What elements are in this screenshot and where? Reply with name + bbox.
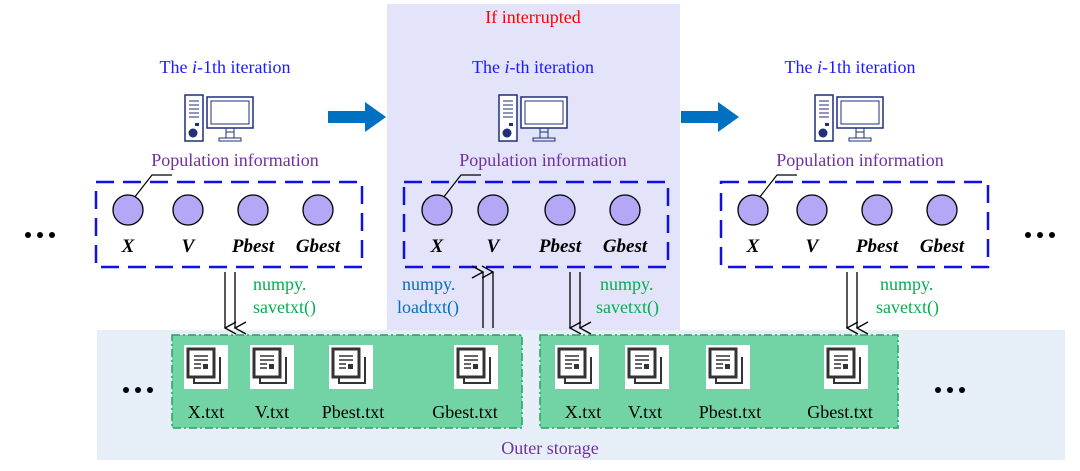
file-name: Gbest.txt — [432, 402, 498, 422]
file-icon — [623, 343, 671, 391]
file-name: X.txt — [188, 402, 225, 422]
storage-label: Outer storage — [501, 438, 598, 458]
interrupted-panel — [387, 4, 680, 331]
file-group-2: X.txt V.txt Pbest.txt Gbest.txt — [539, 334, 899, 429]
var-pbest: Pbest — [231, 236, 275, 257]
file-name: V.txt — [628, 402, 662, 422]
var-v: V — [182, 236, 196, 257]
file-icon — [182, 343, 230, 391]
var-x: X — [430, 236, 445, 257]
computer-icon — [184, 94, 254, 142]
save-op: numpy. — [880, 274, 933, 294]
population-label: Population information — [459, 150, 626, 170]
file-group-1: X.txt V.txt Pbest.txt Gbest.txt — [171, 334, 523, 429]
var-x: X — [121, 236, 136, 257]
population-label: Population information — [151, 150, 318, 170]
population-box — [719, 180, 990, 269]
save-op: numpy. — [253, 274, 306, 294]
var-gbest: Gbest — [296, 236, 341, 257]
interrupt-label: If interrupted — [485, 7, 580, 27]
iteration-3: The i-1th iteration Population informati… — [719, 57, 990, 335]
save-op: savetxt() — [876, 297, 939, 318]
var-pbest: Pbest — [855, 236, 899, 257]
file-icon — [822, 343, 870, 391]
var-gbest: Gbest — [920, 236, 965, 257]
iteration-2: The i-th iteration Population informatio… — [397, 57, 670, 335]
file-icon — [553, 343, 601, 391]
iteration-1: The i-1th iteration Population informati… — [94, 57, 364, 335]
var-v: V — [487, 236, 501, 257]
load-op: numpy. — [402, 274, 455, 294]
file-name: Gbest.txt — [807, 402, 873, 422]
next-arrow — [328, 102, 386, 132]
next-arrow — [681, 102, 739, 132]
file-name: V.txt — [255, 402, 289, 422]
var-gbest: Gbest — [603, 236, 648, 257]
load-op: loadtxt() — [397, 297, 459, 318]
iteration-title: The i-1th iteration — [785, 57, 916, 77]
var-v: V — [806, 236, 820, 257]
population-box — [94, 180, 364, 269]
population-box — [402, 180, 670, 269]
computer-icon — [814, 94, 884, 142]
save-op: savetxt() — [253, 297, 316, 318]
save-op: numpy. — [600, 274, 653, 294]
population-label: Population information — [776, 150, 943, 170]
file-name: X.txt — [565, 402, 602, 422]
file-icon — [704, 343, 752, 391]
var-pbest: Pbest — [538, 236, 582, 257]
var-x: X — [746, 236, 761, 257]
file-name: Pbest.txt — [699, 402, 762, 422]
iteration-title: The i-1th iteration — [160, 57, 291, 77]
file-icon — [327, 343, 375, 391]
file-icon — [452, 343, 500, 391]
save-op: savetxt() — [596, 297, 659, 318]
file-icon — [248, 343, 296, 391]
iteration-title: The i-th iteration — [472, 57, 594, 77]
file-name: Pbest.txt — [322, 402, 385, 422]
